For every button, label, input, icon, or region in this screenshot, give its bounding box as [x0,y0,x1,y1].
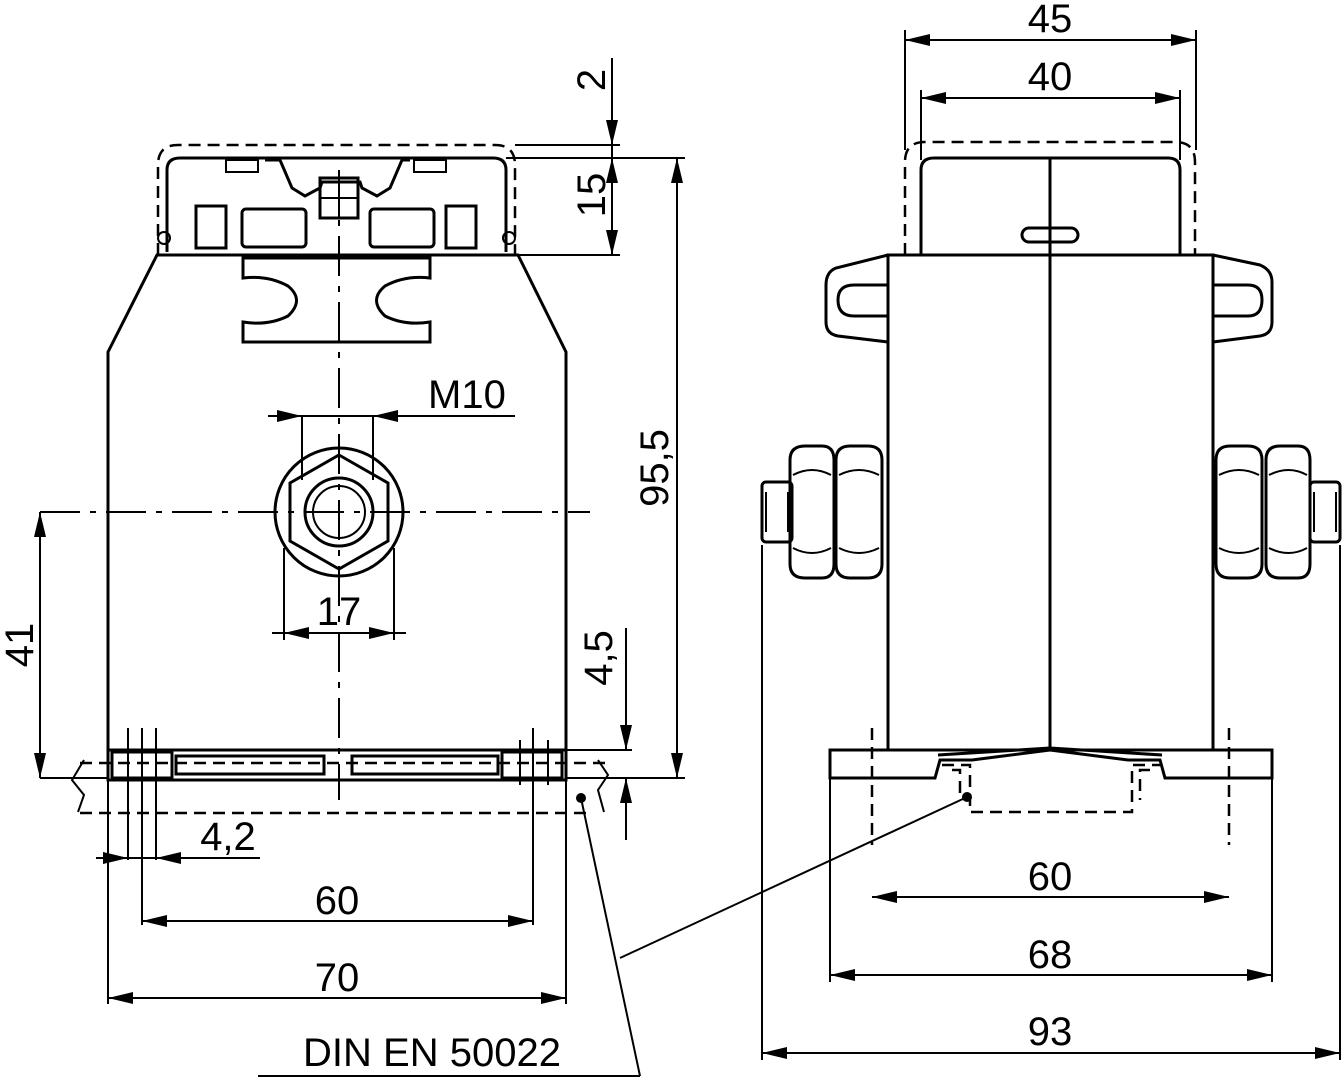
front-cover-dashed-outline [156,143,517,255]
dim-cover-outer: 45 [1028,0,1073,41]
dim-cover-offset: 2 [570,69,614,91]
front-clamp [241,256,432,344]
side-terminal-right [1214,444,1342,580]
din-rail-callout: DIN EN 50022 [258,792,972,1077]
front-cover-body [165,156,508,252]
side-cover-dashed-outline [903,140,1197,255]
front-dimensions: 2 15 95,5 M10 17 41 4,5 [0,58,685,1004]
side-ear-left [824,253,889,344]
side-terminal-left [760,444,884,580]
side-ear-right [1212,253,1274,344]
front-cover-details [157,158,516,250]
dim-foot-height: 4,5 [577,630,621,686]
front-foot [106,728,568,925]
front-housing [106,253,568,752]
dim-thread: M10 [428,373,506,417]
side-ear-right-slot [1213,283,1264,318]
side-ear-left-slot [836,283,888,318]
front-view [40,143,610,925]
dim-cover-height: 15 [570,173,614,218]
dim-overall-height: 95,5 [633,429,677,507]
side-dimensions: 45 40 60 68 93 [761,0,1341,1060]
dim-center-height: 41 [0,623,42,668]
dim-base-width: 68 [1028,933,1073,977]
dim-hole-spacing-side: 60 [1028,855,1073,899]
din-rail-label: DIN EN 50022 [303,1031,561,1075]
dim-cover-inner: 40 [1028,55,1073,99]
side-view [760,140,1342,845]
dim-across-flats: 17 [317,590,362,634]
dim-slot-width: 4,2 [200,815,256,859]
dim-width: 70 [315,956,360,1000]
dim-overall-depth: 93 [1028,1010,1073,1054]
front-din-rail [70,759,610,815]
side-din-rail [942,763,1160,814]
dim-hole-spacing-front: 60 [315,879,360,923]
side-base-plate [828,748,1274,780]
front-terminal [273,416,405,578]
